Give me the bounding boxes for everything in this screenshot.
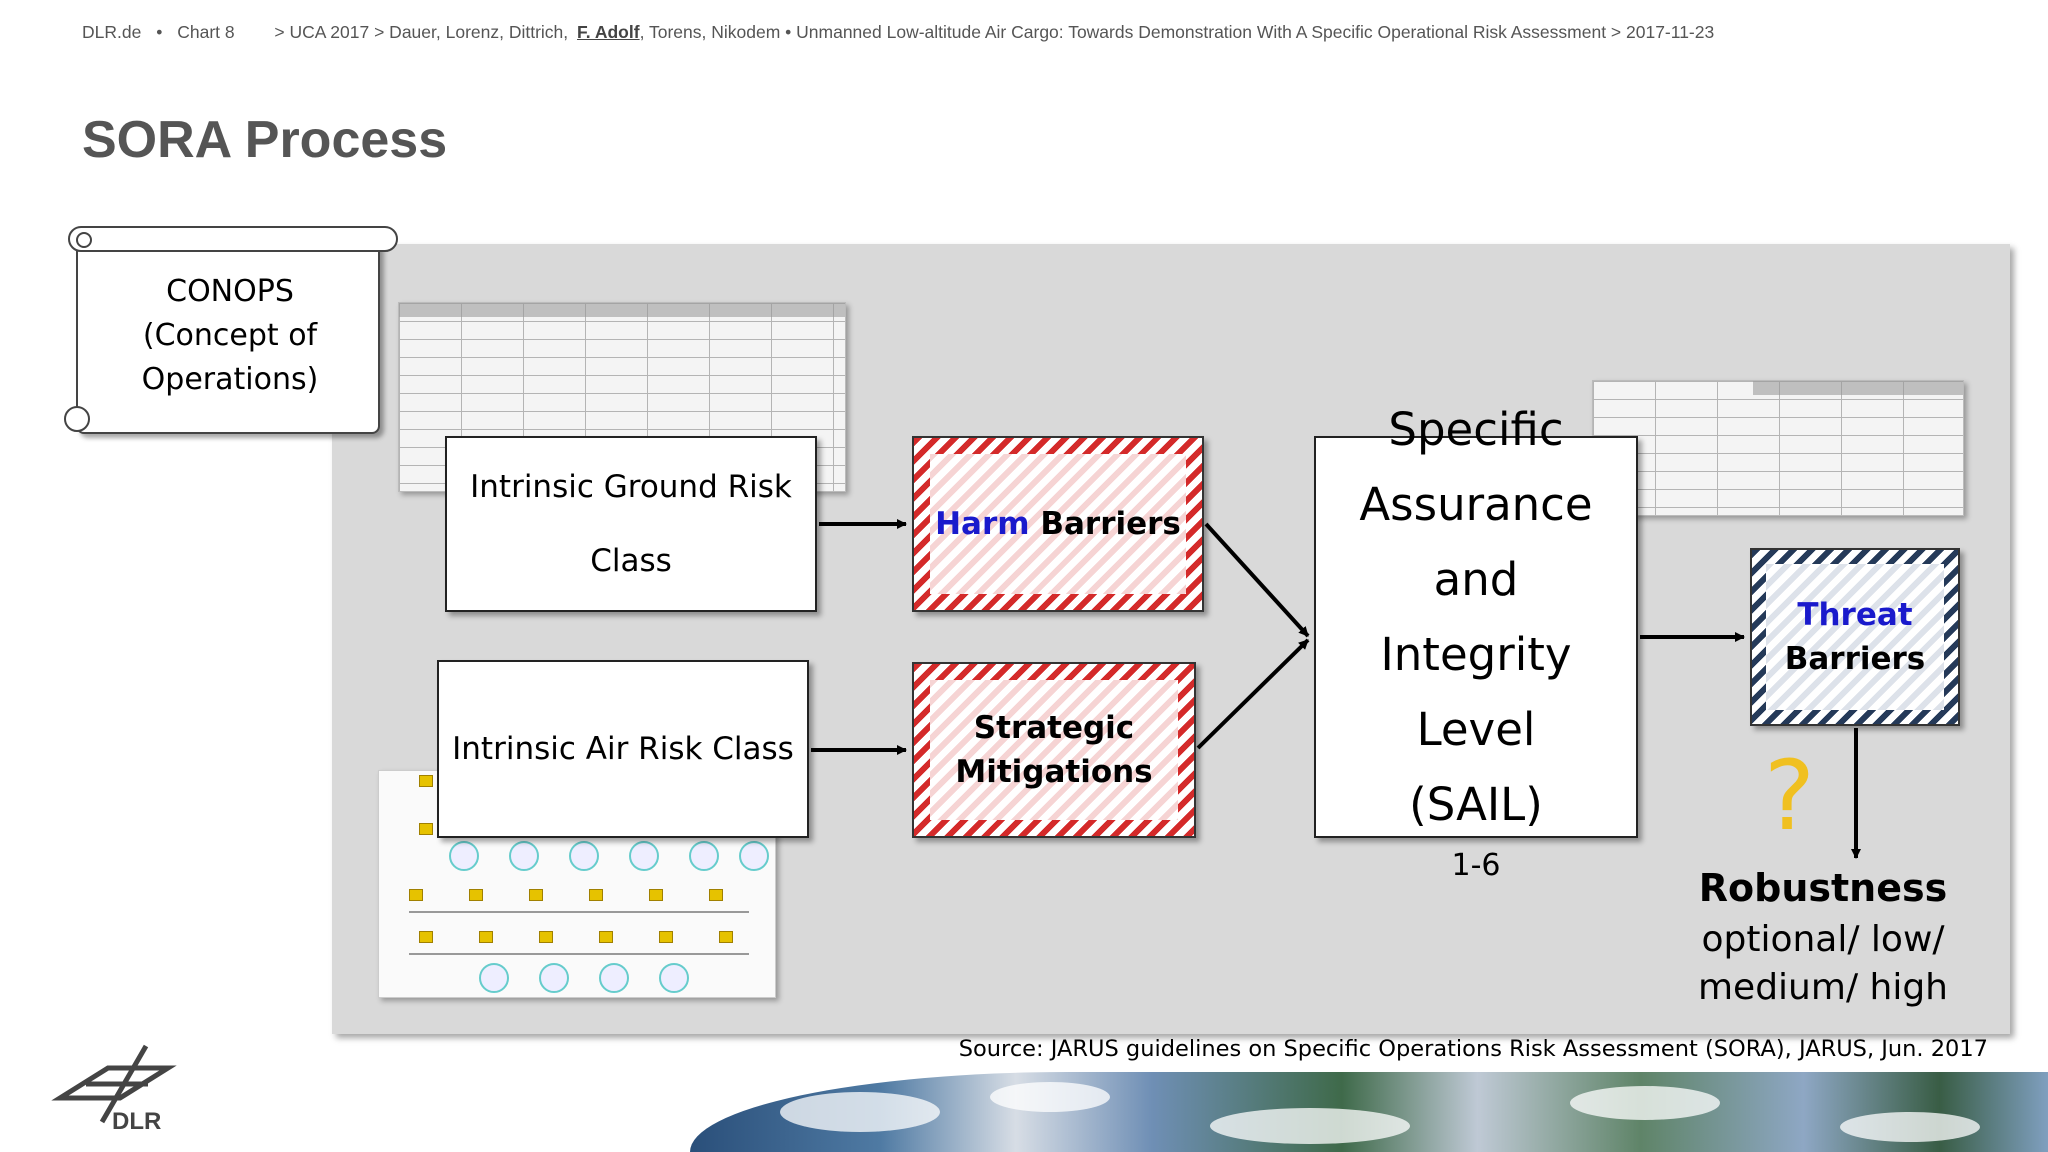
header-prefix: > UCA 2017 > Dauer, Lorenz, Dittrich, bbox=[274, 22, 569, 42]
page-title: SORA Process bbox=[82, 111, 448, 169]
intrinsic-air-risk-box: Intrinsic Air Risk Class bbox=[437, 660, 809, 838]
header-highlight-author: F. Adolf bbox=[577, 22, 640, 42]
conops-line-1: CONOPS bbox=[166, 274, 294, 309]
header-site[interactable]: DLR.de bbox=[82, 22, 142, 42]
threat-barriers-box: Threat Barriers bbox=[1750, 548, 1960, 726]
sail-line-4: (SAIL) bbox=[1409, 777, 1543, 831]
threat-barriers-highlight: Threat bbox=[1797, 597, 1913, 633]
question-mark: ? bbox=[1764, 740, 1815, 852]
sail-range: 1-6 bbox=[1451, 847, 1501, 883]
conops-scroll: CONOPS (Concept of Operations) bbox=[64, 226, 398, 436]
source-citation: Source: JARUS guidelines on Specific Ope… bbox=[958, 1036, 1988, 1062]
strategic-mitigations-line-1: Strategic bbox=[973, 710, 1135, 746]
ground-risk-line-2: Class bbox=[590, 543, 672, 579]
robustness-levels-line-1: optional/ low/ bbox=[1701, 919, 1945, 960]
conops-line-3: Operations) bbox=[141, 362, 319, 397]
ground-risk-line-1: Intrinsic Ground Risk bbox=[470, 469, 792, 505]
header-chart-number: Chart 8 bbox=[177, 22, 235, 42]
conops-line-2: (Concept of bbox=[142, 318, 318, 353]
robustness-title: Robustness bbox=[1698, 866, 1948, 910]
harm-barriers-highlight: Harm bbox=[935, 506, 1030, 542]
sail-line-1: Specific bbox=[1388, 402, 1564, 456]
header-separator: • bbox=[156, 22, 163, 42]
strategic-mitigations-line-2: Mitigations bbox=[955, 754, 1153, 790]
dlr-logo-icon bbox=[51, 1044, 177, 1124]
header-suffix: , Torens, Nikodem • Unmanned Low-altitud… bbox=[639, 22, 1715, 42]
sail-line-2: Assurance and bbox=[1359, 477, 1593, 606]
harm-barriers-box: Harm Barriers bbox=[912, 436, 1204, 612]
sail-box: Specific Assurance and Integrity Level (… bbox=[1314, 403, 1638, 883]
sail-table-thumbnail bbox=[1592, 380, 1964, 516]
air-risk-label: Intrinsic Air Risk Class bbox=[452, 730, 794, 767]
threat-barriers-rest: Barriers bbox=[1784, 641, 1926, 677]
robustness-levels: optional/ low/ medium/ high bbox=[1690, 916, 1956, 1012]
sail-line-3: Integrity Level bbox=[1380, 627, 1572, 756]
strategic-mitigations-box: Strategic Mitigations bbox=[912, 662, 1196, 838]
intrinsic-ground-risk-box: Intrinsic Ground Risk Class bbox=[445, 436, 817, 612]
robustness-levels-line-2: medium/ high bbox=[1697, 967, 1948, 1008]
header-breadcrumb: DLR.de • Chart 8 > UCA 2017 > Dauer, Lor… bbox=[82, 22, 1714, 43]
harm-barriers-rest: Barriers bbox=[1029, 506, 1181, 542]
earth-banner-image bbox=[690, 1072, 2048, 1152]
dlr-logo-text: DLR bbox=[112, 1108, 162, 1135]
